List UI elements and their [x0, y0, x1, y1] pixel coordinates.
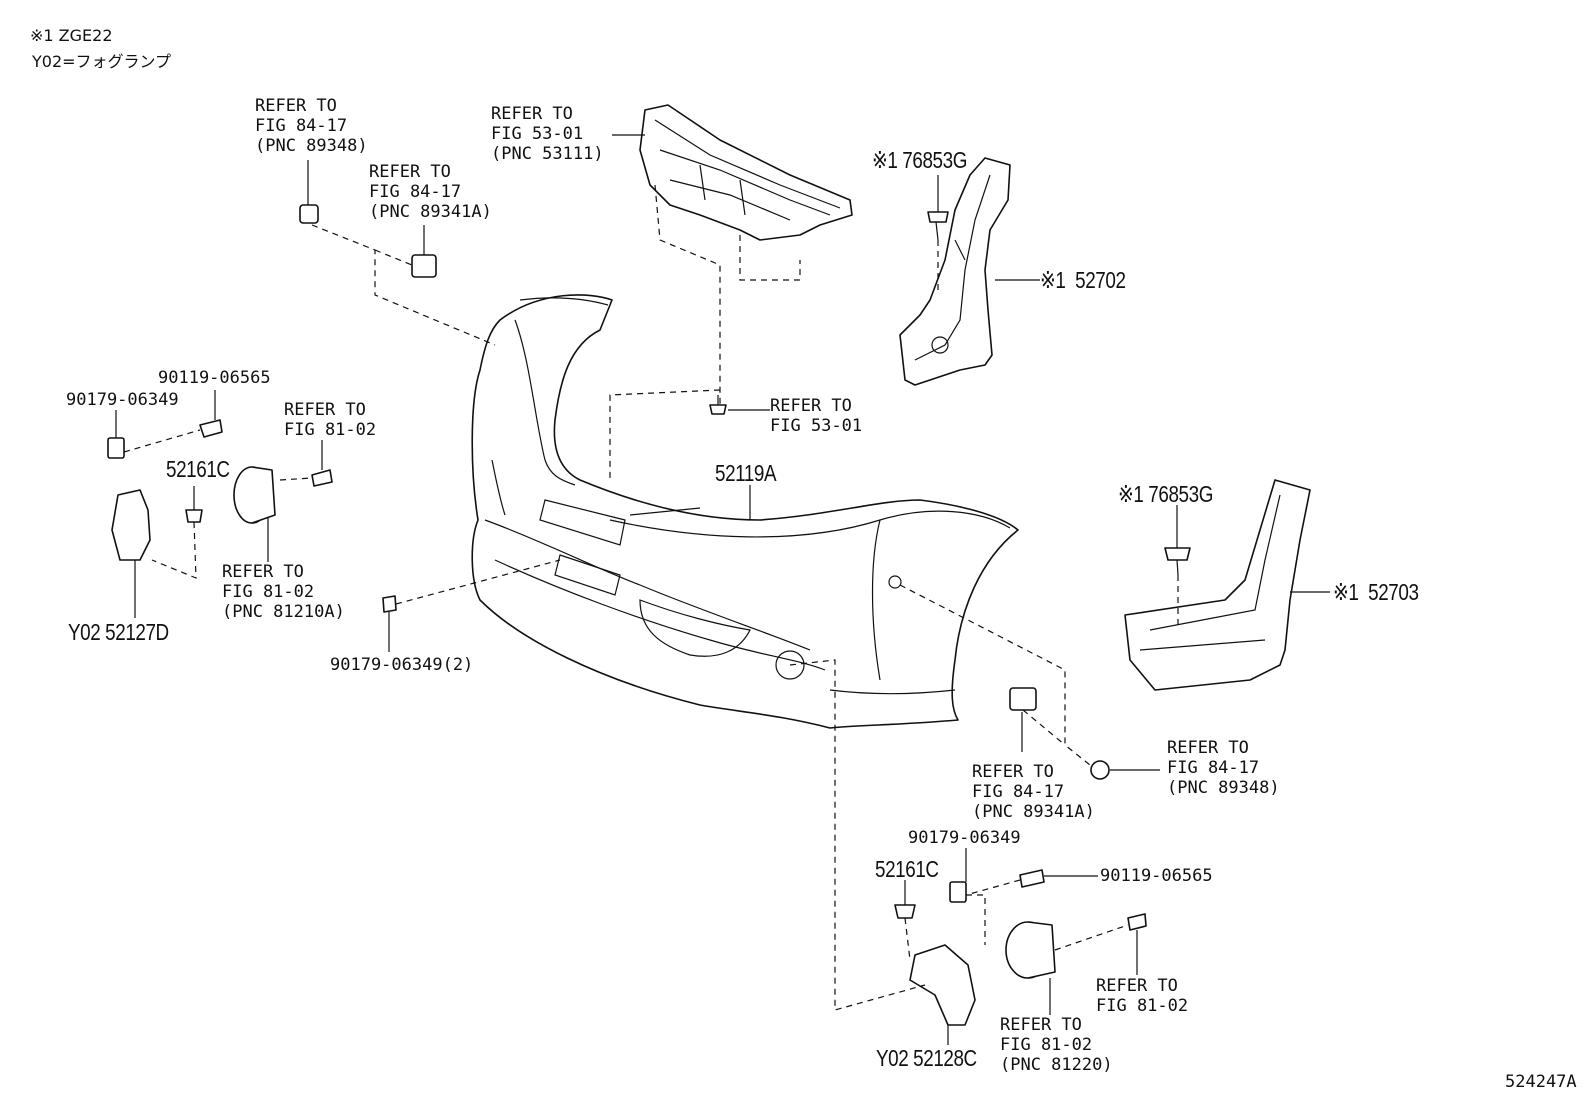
- ref-fig-84-17-pnc-89341a-top[interactable]: REFER TO FIG 84-17 (PNC 89341A): [369, 162, 492, 222]
- part-90179-06349-left[interactable]: 90179-06349: [66, 390, 179, 410]
- part-90179-06349-right[interactable]: 90179-06349: [908, 828, 1021, 848]
- ref-fig-84-17-pnc-89348-top[interactable]: REFER TO FIG 84-17 (PNC 89348): [255, 96, 368, 156]
- part-52127d[interactable]: Y02 52127D: [68, 619, 169, 645]
- ref-fig-84-17-pnc-89341a-bottom[interactable]: REFER TO FIG 84-17 (PNC 89341A): [972, 762, 1095, 822]
- part-90119-06565-right[interactable]: 90119-06565: [1100, 866, 1213, 886]
- ref-fig-53-01-pnc-53111[interactable]: REFER TO FIG 53-01 (PNC 53111): [491, 104, 604, 164]
- ref-fig-53-01[interactable]: REFER TO FIG 53-01: [770, 396, 863, 436]
- part-52119a[interactable]: 52119A: [715, 460, 777, 486]
- ref-fig-81-02-right[interactable]: REFER TO FIG 81-02: [1096, 976, 1189, 1016]
- leader-lines: [115, 134, 1330, 1045]
- note-fog-lamp-legend: Y02=フォグランプ: [32, 52, 172, 71]
- part-90119-06565-left[interactable]: 90119-06565: [158, 368, 271, 388]
- assembly-lines: [123, 184, 1179, 1011]
- side-extension-52703: [1124, 479, 1311, 691]
- part-52161c-right[interactable]: 52161C: [875, 856, 939, 882]
- part-52128c[interactable]: Y02 52128C: [876, 1045, 977, 1071]
- part-76853g-mid[interactable]: ※1 76853G: [1118, 481, 1213, 507]
- part-52703[interactable]: ※1 52703: [1333, 579, 1419, 605]
- ref-fig-81-02-pnc-81210a[interactable]: REFER TO FIG 81-02 (PNC 81210A): [222, 562, 345, 622]
- note-model-code: ※1 ZGE22: [30, 26, 113, 45]
- part-90179-06349-qty2[interactable]: 90179-06349(2): [330, 655, 474, 675]
- part-76853g-top[interactable]: ※1 76853G: [872, 147, 967, 173]
- ref-fig-81-02-left[interactable]: REFER TO FIG 81-02: [284, 400, 377, 440]
- upper-retainer: [639, 104, 853, 241]
- fasteners: [107, 204, 1191, 1026]
- side-extension-52702: [899, 157, 1011, 386]
- ref-fig-81-02-pnc-81220[interactable]: REFER TO FIG 81-02 (PNC 81220): [1000, 1015, 1113, 1075]
- ref-fig-84-17-pnc-89348-bottom[interactable]: REFER TO FIG 84-17 (PNC 89348): [1167, 738, 1280, 798]
- part-52702[interactable]: ※1 52702: [1040, 267, 1126, 293]
- part-52161c-left[interactable]: 52161C: [166, 456, 230, 482]
- diagram-id: 524247A: [1505, 1072, 1577, 1092]
- front-bumper-cover: [471, 294, 1019, 729]
